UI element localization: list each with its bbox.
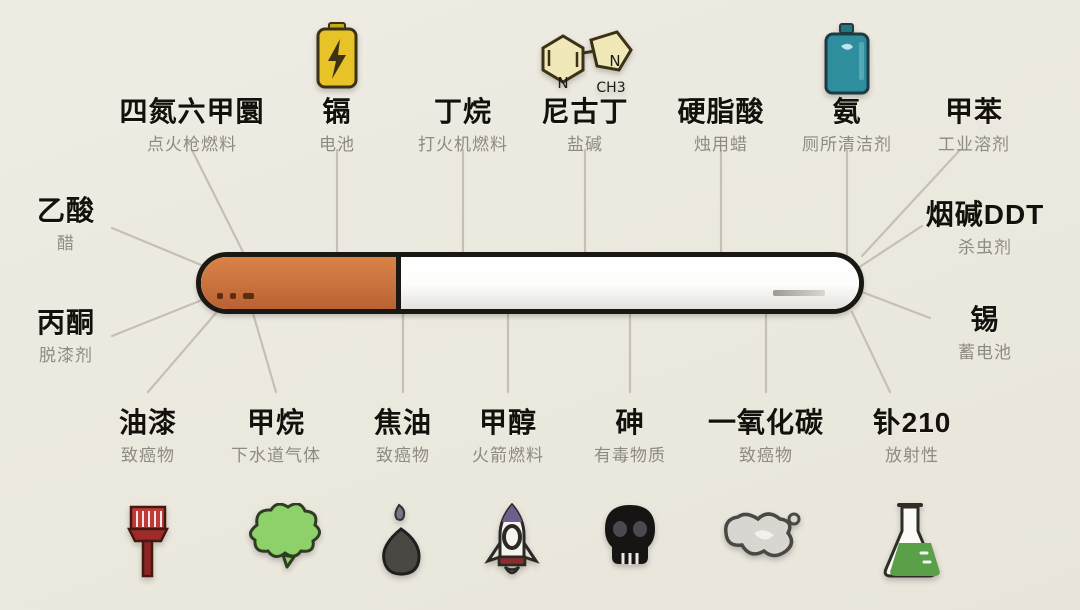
- chemical-use: 致癌物: [375, 445, 430, 465]
- chemical-name: 一氧化碳: [707, 407, 825, 438]
- chemical-use: 厕所清洁剂: [802, 134, 892, 154]
- chemical-use: 有毒物质: [594, 445, 666, 465]
- tetramethyl-line: [190, 148, 250, 264]
- cigarette-body: [196, 252, 864, 314]
- chemical-use: 醋: [56, 233, 75, 253]
- chemical-name: 镉: [322, 96, 352, 127]
- skull-icon: [599, 503, 661, 572]
- cigarette-brand-stripe: [773, 290, 825, 296]
- right-label-1: 锡蓄电池: [958, 305, 1012, 362]
- chemical-use: 打火机燃料: [418, 134, 508, 154]
- chemical-use: 放射性: [885, 445, 939, 465]
- chemical-name: 甲烷: [246, 407, 305, 438]
- chemical-use: 工业溶剂: [938, 134, 1010, 154]
- bottle-icon: [821, 22, 873, 101]
- chemical-name: 乙酸: [36, 195, 96, 226]
- methane-line: [250, 308, 278, 394]
- chemical-name: 甲苯: [944, 96, 1003, 127]
- bottom-label-0: 油漆致癌物: [119, 408, 177, 465]
- gascloud-icon: [239, 502, 323, 574]
- top-label-5: 氨厕所清洁剂: [802, 97, 892, 154]
- top-label-2: 丁烷打火机燃料: [418, 97, 508, 154]
- chemical-name: 丁烷: [433, 96, 492, 127]
- chemical-use: 脱漆剂: [38, 345, 93, 365]
- ddt-line: [856, 224, 924, 270]
- bottom-label-3: 甲醇火箭燃料: [472, 408, 544, 465]
- bottom-label-5: 一氧化碳致癌物: [708, 408, 824, 465]
- chemical-use: 下水道气体: [231, 445, 321, 465]
- chemical-use: 杀虫剂: [957, 237, 1012, 257]
- chemical-use: 烛用蜡: [693, 134, 748, 154]
- chemical-use: 蓄电池: [958, 342, 1012, 362]
- bottom-label-2: 焦油致癌物: [374, 408, 432, 465]
- chemical-name: 尼古丁: [541, 96, 629, 127]
- chemical-use: 致癌物: [738, 445, 793, 465]
- filter-vent-dots: [217, 293, 254, 299]
- top-label-0: 四氮六甲圜点火枪燃料: [119, 97, 264, 154]
- chemical-use: 火箭燃料: [472, 445, 544, 465]
- left-label-1: 丙酮脱漆剂: [37, 308, 95, 365]
- flask-icon: [879, 503, 941, 584]
- left-label-0: 乙酸醋: [37, 196, 95, 253]
- chemical-use: 盐碱: [566, 134, 603, 154]
- chemical-name: 氨: [832, 96, 862, 127]
- tardrop-icon: [375, 503, 425, 582]
- chemical-name: 砷: [615, 407, 645, 438]
- tin-line: [860, 290, 932, 320]
- chemical-name: 甲醇: [478, 407, 537, 438]
- polonium-line: [850, 310, 892, 394]
- chemical-use: 电池: [319, 134, 355, 154]
- smoke-icon: [720, 503, 806, 566]
- chemical-name: 烟碱DDT: [925, 199, 1045, 230]
- bottom-label-1: 甲烷下水道气体: [231, 408, 321, 465]
- chemical-name: 硬脂酸: [677, 96, 765, 127]
- chemical-name: 焦油: [373, 407, 433, 438]
- right-label-0: 烟碱DDT 杀虫剂: [926, 200, 1045, 257]
- top-label-4: 硬脂酸烛用蜡: [677, 97, 764, 154]
- chemical-use: 致癌物: [120, 445, 175, 465]
- chemical-name: 四氮六甲圜: [119, 96, 265, 127]
- battery-icon: [314, 22, 360, 97]
- chemical-name: 钋210: [872, 407, 952, 438]
- rocket-icon: [482, 502, 542, 586]
- chemical-name: 丙酮: [36, 307, 96, 338]
- chemical-use: 点火枪燃料: [146, 134, 237, 154]
- svg-text:N: N: [557, 74, 568, 92]
- bottom-label-4: 砷有毒物质: [594, 408, 666, 465]
- paintbrush-icon: [121, 503, 175, 584]
- top-label-3: 尼古丁盐碱: [541, 97, 628, 154]
- chemical-name: 油漆: [118, 407, 178, 438]
- molecule-icon: N N CH3: [525, 20, 645, 101]
- cigarette-illustration: [196, 252, 864, 314]
- bottom-label-6: 钋210 放射性: [873, 408, 952, 465]
- chemical-name: 锡: [970, 304, 1000, 335]
- top-label-6: 甲苯工业溶剂: [938, 97, 1010, 154]
- svg-text:CH3: CH3: [596, 80, 625, 96]
- svg-text:N: N: [609, 52, 620, 70]
- top-label-1: 镉电池: [319, 97, 355, 154]
- cigarette-filter: [201, 257, 401, 309]
- paint-line: [146, 304, 224, 394]
